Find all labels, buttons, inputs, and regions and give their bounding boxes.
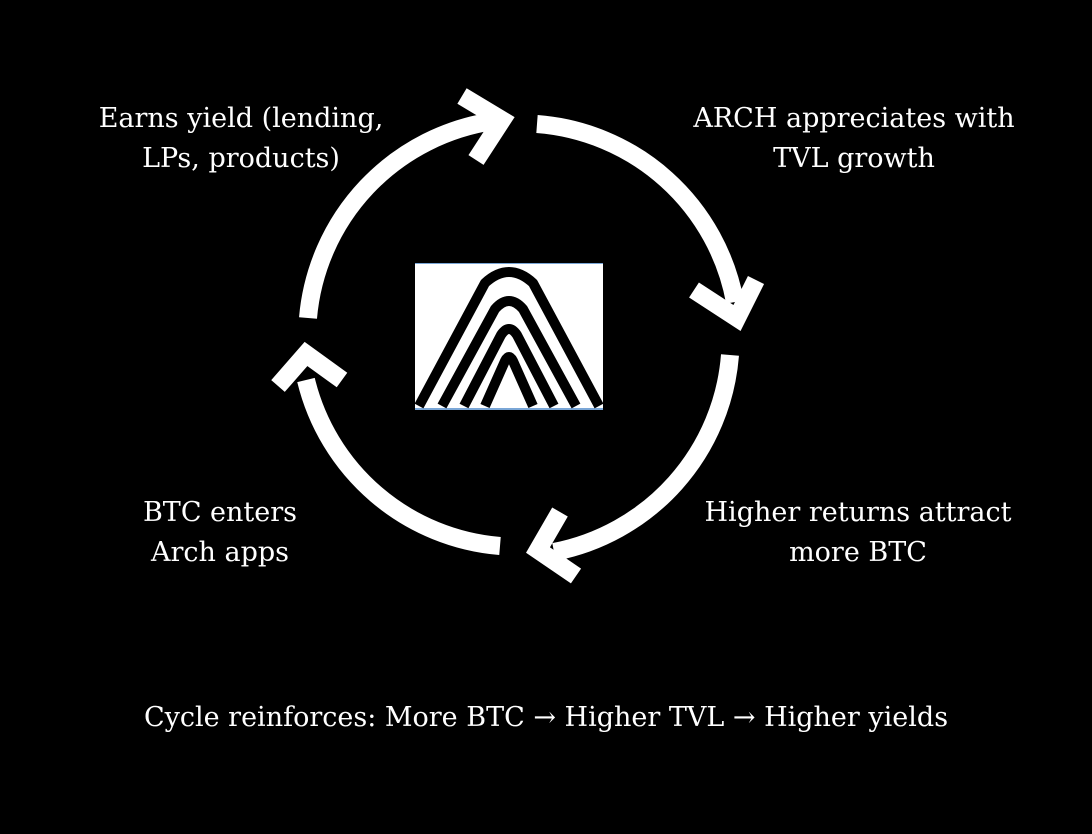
arrowhead-top bbox=[457, 88, 515, 165]
step-line: TVL growth bbox=[773, 143, 935, 174]
step-line: more BTC bbox=[789, 537, 927, 568]
arrowhead-bottom bbox=[526, 507, 582, 584]
cycle-caption: Cycle reinforces: More BTC → Higher TVL … bbox=[143, 702, 949, 733]
step-btc-enters: BTC enters Arch apps bbox=[110, 493, 330, 573]
step-higher-returns: Higher returns attract more BTC bbox=[695, 493, 1021, 573]
arch-logo-icon bbox=[415, 263, 603, 410]
step-arch-appreciates: ARCH appreciates with TVL growth bbox=[686, 99, 1022, 179]
step-earns-yield: Earns yield (lending, LPs, products) bbox=[93, 99, 389, 179]
arrow-arc-left-to-top bbox=[299, 112, 496, 319]
arrow-arc-right-to-bottom bbox=[552, 354, 739, 561]
step-line: ARCH appreciates with bbox=[693, 103, 1015, 134]
step-line: Earns yield (lending, bbox=[98, 103, 384, 134]
step-line: LPs, products) bbox=[142, 143, 340, 174]
step-line: Arch apps bbox=[150, 537, 290, 568]
arrowhead-left bbox=[271, 341, 348, 392]
arrow-arc-bottom-to-left bbox=[297, 377, 501, 555]
step-line: Higher returns attract bbox=[704, 497, 1012, 528]
arrowhead-right bbox=[689, 275, 765, 332]
step-line: BTC enters bbox=[142, 497, 298, 528]
arrow-arc-top-to-right bbox=[536, 115, 744, 304]
